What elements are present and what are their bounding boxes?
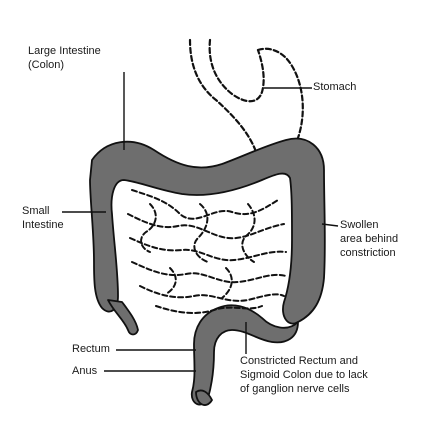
large-intestine-label-line2: (Colon) <box>28 58 101 72</box>
swollen-area-label-line1: Swollen <box>340 218 398 232</box>
anus-label-text: Anus <box>72 364 97 378</box>
anus-label: Anus <box>72 364 97 378</box>
small-intestine-label: Small Intestine <box>22 204 64 232</box>
stomach-label-text: Stomach <box>313 80 356 94</box>
small-intestine-label-line1: Small <box>22 204 64 218</box>
stomach-label: Stomach <box>313 80 356 94</box>
constricted-label-line3: of ganglion nerve cells <box>240 382 368 396</box>
large-intestine-label: Large Intestine (Colon) <box>28 44 101 72</box>
large-intestine-label-line1: Large Intestine <box>28 44 101 58</box>
swollen-area-label: Swollen area behind constriction <box>340 218 398 260</box>
small-intestine-label-line2: Intestine <box>22 218 64 232</box>
constricted-rectum-label: Constricted Rectum and Sigmoid Colon due… <box>240 354 368 396</box>
rectum-label: Rectum <box>72 342 110 356</box>
constricted-label-line1: Constricted Rectum and <box>240 354 368 368</box>
constricted-label-line2: Sigmoid Colon due to lack <box>240 368 368 382</box>
rectum-label-text: Rectum <box>72 342 110 356</box>
small-intestine-loops <box>128 190 286 313</box>
swollen-area-label-line3: constriction <box>340 246 398 260</box>
swollen-area-label-line2: area behind <box>340 232 398 246</box>
